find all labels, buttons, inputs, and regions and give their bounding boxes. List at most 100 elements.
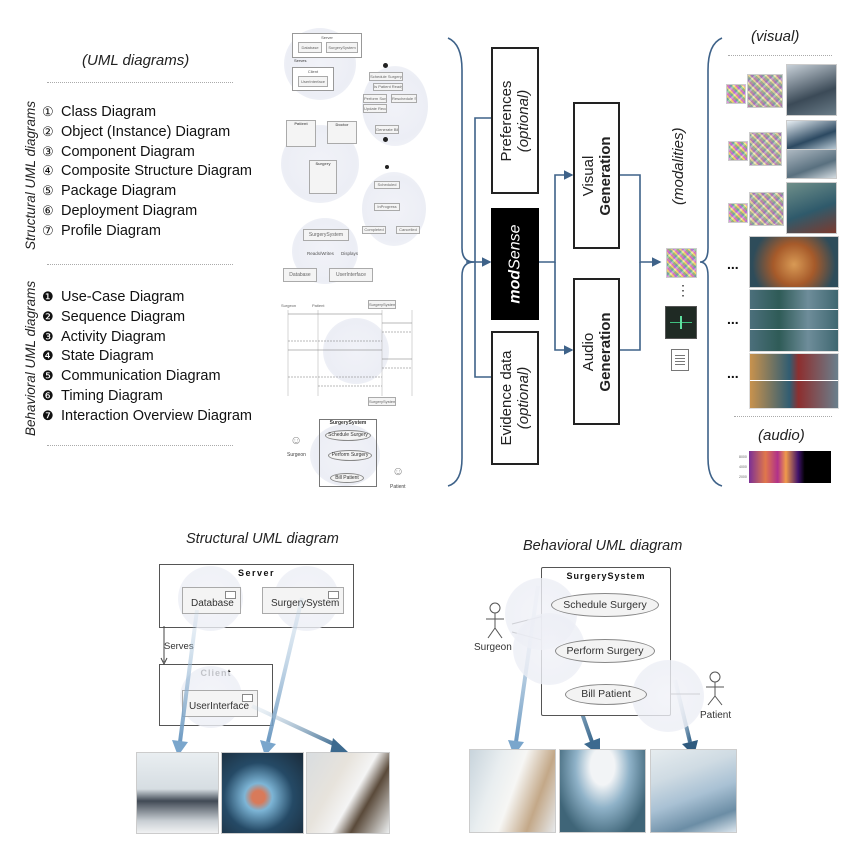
mini-activity: Reschedule Surgery bbox=[391, 94, 417, 103]
preferences-label: Preferences (optional) bbox=[498, 80, 532, 161]
mini-lifeline: SurgerySystem bbox=[368, 397, 396, 406]
list-label: Component Diagram bbox=[61, 143, 195, 160]
mini-class-surgery: Surgery bbox=[309, 160, 337, 194]
list-label: Deployment Diagram bbox=[61, 203, 198, 219]
structural-example-title: Structural UML diagram bbox=[186, 531, 339, 547]
uml-list-item: ❺ Communication Diagram bbox=[42, 368, 221, 384]
mini-client-node: Client UserInterface bbox=[292, 67, 334, 91]
list-number: ❺ bbox=[42, 368, 54, 384]
mini-server-node: Server Database SurgerySystem bbox=[292, 33, 362, 58]
list-label: Package Diagram bbox=[61, 183, 177, 200]
usecase-schedule-surgery[interactable]: Schedule Surgery bbox=[551, 593, 659, 617]
uml-list-item: ❷ Sequence Diagram bbox=[42, 309, 185, 325]
list-number: ② bbox=[42, 123, 54, 139]
mini-end-node bbox=[383, 137, 388, 142]
mini-state: Completed bbox=[362, 226, 386, 234]
mini-rw-label: Reads/Writes bbox=[307, 251, 334, 256]
bottom-arrows bbox=[160, 585, 700, 756]
uml-diagrams-title: (UML diagrams) bbox=[82, 52, 190, 69]
noise-thumbnail bbox=[728, 203, 748, 223]
user-interface-component[interactable]: UserInterface bbox=[182, 690, 258, 717]
mini-activity: Perform Surgery bbox=[363, 94, 387, 103]
generated-comic-strip bbox=[749, 353, 839, 409]
usecase-bill-patient[interactable]: Bill Patient bbox=[565, 684, 647, 705]
divider bbox=[47, 445, 233, 446]
surgeon-actor-icon[interactable] bbox=[480, 600, 520, 648]
mini-start-node bbox=[385, 165, 389, 169]
list-number: ④ bbox=[42, 163, 54, 179]
generated-image-operation bbox=[786, 182, 837, 234]
list-label: Activity Diagram bbox=[61, 328, 166, 345]
mini-serves-label: Serves bbox=[294, 58, 307, 63]
uml-list-item: ② Object (Instance) Diagram bbox=[42, 124, 230, 140]
mini-usecase: Bill Patient bbox=[330, 473, 364, 483]
list-label: Object (Instance) Diagram bbox=[61, 123, 231, 140]
pipeline-connectors bbox=[447, 37, 723, 487]
partial-denoised-thumbnail bbox=[749, 192, 784, 226]
audio-spectrogram bbox=[749, 451, 831, 483]
mini-usecase: Schedule Surgery bbox=[325, 430, 371, 441]
patient-actor-icon[interactable] bbox=[700, 670, 740, 710]
list-label: Composite Structure Diagram bbox=[61, 163, 252, 180]
mini-displays-label: Displays bbox=[341, 251, 359, 256]
mini-start-node bbox=[383, 63, 388, 68]
visual-generation-label: Visual Generation bbox=[579, 135, 614, 216]
component-icon bbox=[225, 591, 236, 599]
surgery-system-component[interactable]: SurgerySystem bbox=[262, 587, 344, 614]
audio-waveform-icon bbox=[665, 306, 697, 339]
mini-actor-icon: ☺ bbox=[392, 464, 405, 478]
mini-server-label: Server bbox=[321, 35, 333, 40]
usecase-perform-surgery[interactable]: Perform Surgery bbox=[555, 639, 655, 663]
mini-surgery-system: SurgerySystem bbox=[326, 42, 358, 53]
mini-client-label: Client bbox=[307, 69, 319, 74]
generated-image-surgery bbox=[786, 64, 837, 116]
server-label: Server bbox=[237, 568, 276, 578]
divider bbox=[728, 55, 832, 56]
mini-actor-label: Surgeon bbox=[287, 452, 306, 458]
visual-generation-box[interactable]: Visual Generation bbox=[573, 102, 620, 249]
modsense-box[interactable]: modSense bbox=[491, 208, 539, 320]
mini-lifeline: Patient bbox=[312, 303, 325, 308]
generated-comic-panel bbox=[786, 149, 837, 179]
evidence-label: Evidence data (optional) bbox=[498, 350, 532, 446]
surgery-system-label: SurgerySystem bbox=[271, 598, 340, 609]
mini-activity: Generate Bill bbox=[375, 125, 399, 134]
visual-output-label: (visual) bbox=[751, 28, 800, 45]
patient-label: Patient bbox=[700, 710, 732, 721]
photo-server-room bbox=[136, 752, 219, 834]
surgeon-label: Surgeon bbox=[474, 642, 512, 653]
sequence-thumbnail-bg bbox=[323, 318, 389, 384]
generated-comic-strip bbox=[749, 289, 839, 352]
mini-lifeline: SurgerySystem bbox=[368, 300, 396, 309]
list-number: ❷ bbox=[42, 308, 54, 324]
list-label: Sequence Diagram bbox=[61, 308, 186, 325]
component-icon bbox=[242, 694, 253, 702]
evidence-box[interactable]: Evidence data (optional) bbox=[491, 331, 539, 465]
list-number: ⑦ bbox=[42, 222, 54, 238]
audio-generation-box[interactable]: Audio Generation bbox=[573, 278, 620, 425]
list-number: ❹ bbox=[42, 348, 54, 364]
divider bbox=[734, 416, 832, 417]
audio-output-label: (audio) bbox=[758, 427, 805, 444]
photo-patient-bill bbox=[650, 749, 737, 833]
mini-sequence-diagram bbox=[287, 310, 413, 396]
noise-image-icon bbox=[666, 248, 697, 278]
mini-activity: Update Records bbox=[363, 104, 387, 113]
mini-usecase: Perform Surgery bbox=[328, 450, 372, 461]
list-label: Communication Diagram bbox=[61, 368, 221, 385]
document-icon bbox=[671, 349, 689, 371]
database-component[interactable]: Database bbox=[182, 587, 241, 614]
mini-component: SurgerySystem bbox=[303, 229, 349, 241]
list-number: ③ bbox=[42, 143, 54, 159]
list-number: ❻ bbox=[42, 388, 54, 403]
user-interface-label: UserInterface bbox=[189, 701, 250, 712]
ellipsis: ... bbox=[727, 256, 739, 272]
preferences-box[interactable]: Preferences (optional) bbox=[491, 47, 539, 194]
ellipsis: ... bbox=[727, 311, 739, 327]
photo-surgery-system-ui bbox=[221, 752, 304, 834]
